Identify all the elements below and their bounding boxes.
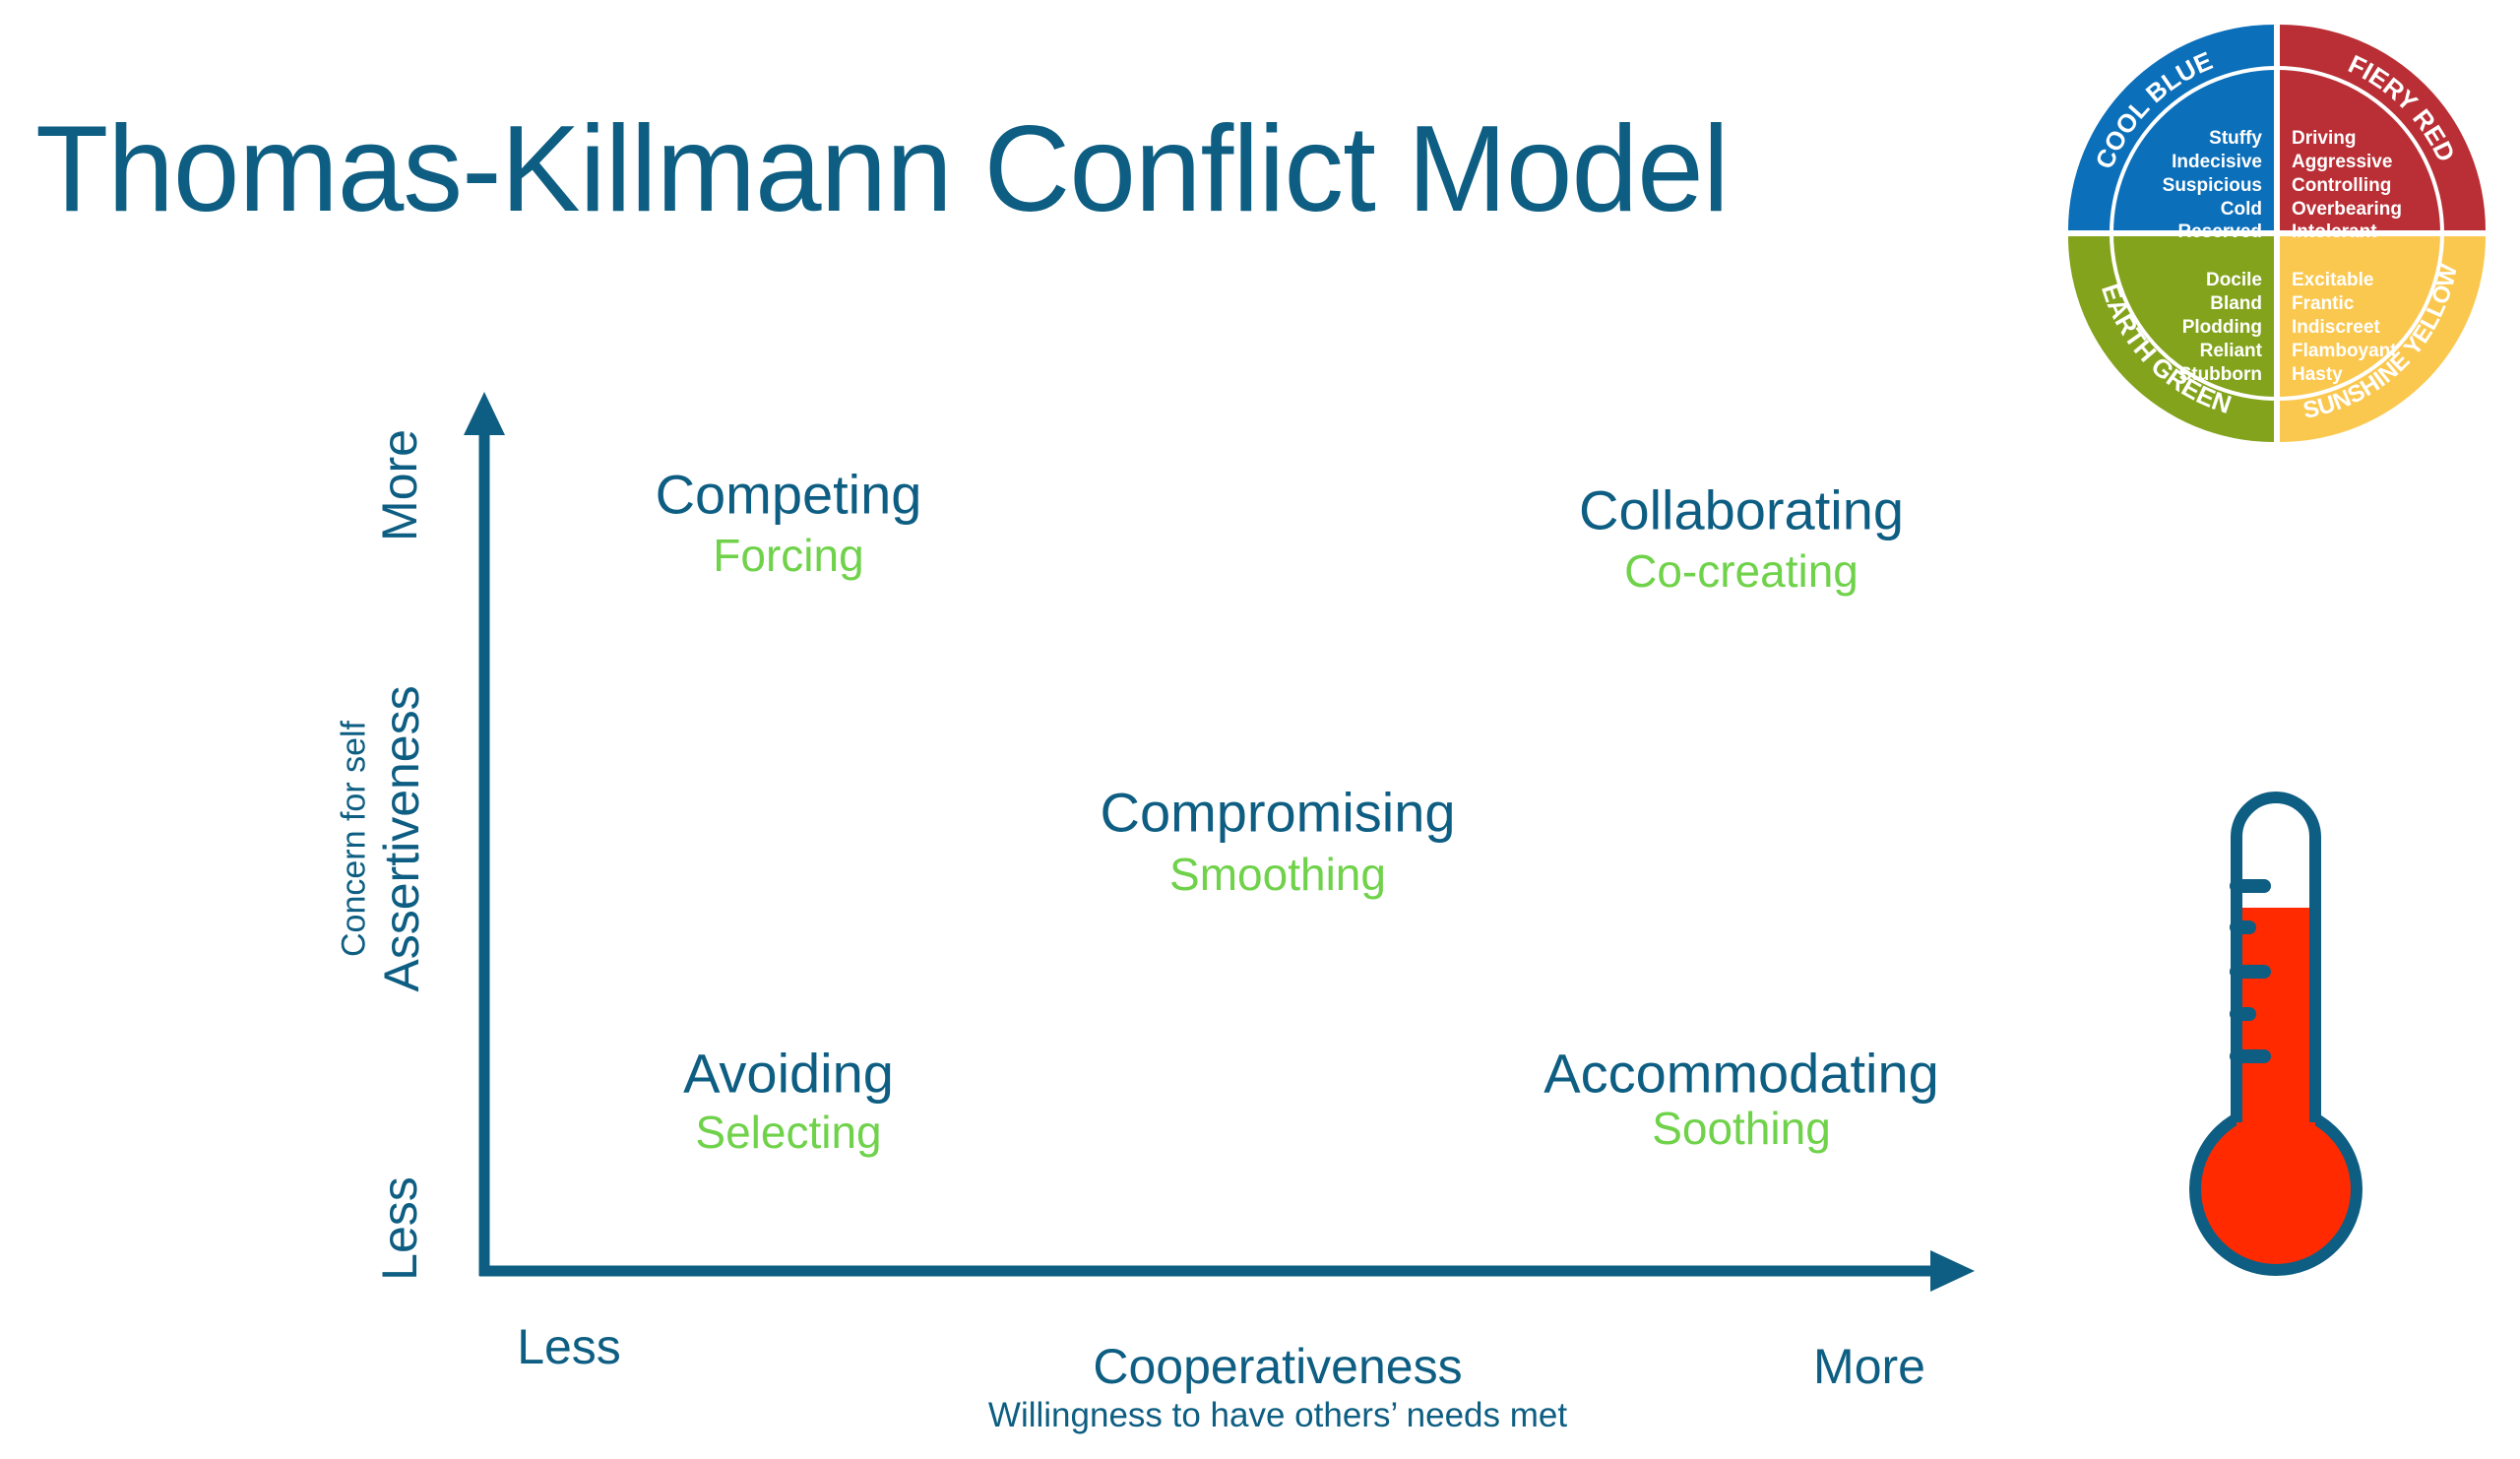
x-axis-subtitle: Willingness to have others’ needs met: [987, 1396, 1568, 1434]
mode-avoiding-name: Avoiding: [683, 1042, 894, 1105]
trait: Controlling: [2292, 175, 2391, 196]
x-axis-low-label: Less: [517, 1319, 621, 1374]
trait: Docile: [2206, 270, 2262, 290]
thermometer-ticks: [2230, 879, 2271, 1063]
trait: Driving: [2292, 128, 2356, 149]
trait: Cold: [2221, 199, 2262, 220]
mode-competing-name: Competing: [655, 463, 922, 526]
trait: Plodding: [2182, 317, 2262, 338]
y-axis-title: Assertiveness: [374, 685, 429, 992]
mode-collaborating-alias: Co-creating: [1624, 545, 1858, 597]
trait: Flamboyant: [2292, 341, 2397, 361]
trait: Overbearing: [2292, 199, 2402, 220]
thermometer-icon: [2189, 792, 2362, 1276]
mode-accommodating-alias: Soothing: [1652, 1103, 1831, 1154]
trait: Hasty: [2292, 364, 2343, 385]
mode-collaborating-name: Collaborating: [1579, 478, 1904, 541]
page-title: Thomas-Killmann Conflict Model: [35, 101, 1730, 237]
wheel-quadrant-green: [2068, 236, 2274, 442]
trait: Stuffy: [2209, 128, 2262, 149]
trait: Bland: [2210, 293, 2262, 314]
trait: Aggressive: [2292, 152, 2392, 172]
wheel-traits-yellow: Excitable Frantic Indiscreet Flamboyant …: [2292, 270, 2397, 385]
trait: Excitable: [2292, 270, 2373, 290]
trait: Stubborn: [2179, 364, 2262, 385]
wheel-traits-green: Docile Bland Plodding Reliant Stubborn: [2179, 270, 2263, 385]
y-axis-high-label: More: [372, 429, 427, 541]
trait: Indiscreet: [2292, 317, 2380, 338]
wheel-traits-blue: Stuffy Indecisive Suspicious Cold Reserv…: [2163, 128, 2263, 242]
trait: Suspicious: [2163, 175, 2262, 196]
mode-compromising-alias: Smoothing: [1169, 849, 1386, 900]
y-axis-arrowhead: [464, 392, 505, 435]
trait: Frantic: [2292, 293, 2355, 314]
mode-accommodating-name: Accommodating: [1544, 1042, 1939, 1105]
wheel-traits-red: Driving Aggressive Controlling Overbeari…: [2292, 128, 2402, 242]
x-axis-high-label: More: [1813, 1339, 1925, 1394]
x-axis-arrowhead: [1930, 1250, 1975, 1292]
mode-competing-alias: Forcing: [713, 530, 864, 581]
mode-compromising-name: Compromising: [1100, 781, 1456, 844]
trait: Indecisive: [2172, 152, 2262, 172]
y-axis-low-label: Less: [372, 1176, 427, 1281]
mode-avoiding-alias: Selecting: [695, 1107, 882, 1158]
thermometer-tube: [2231, 792, 2321, 1122]
trait: Reliant: [2200, 341, 2263, 361]
trait: Reserved: [2177, 222, 2262, 242]
y-axis-subtitle: Concern for self: [335, 721, 373, 957]
x-axis-title: Cooperativeness: [1093, 1339, 1463, 1394]
wheel-inner-ring: [2110, 66, 2444, 401]
insights-color-wheel: COOL BLUE FIERY RED EARTH GREEN SUNSHINE…: [2068, 25, 2486, 442]
trait: Intolerant: [2292, 222, 2377, 242]
